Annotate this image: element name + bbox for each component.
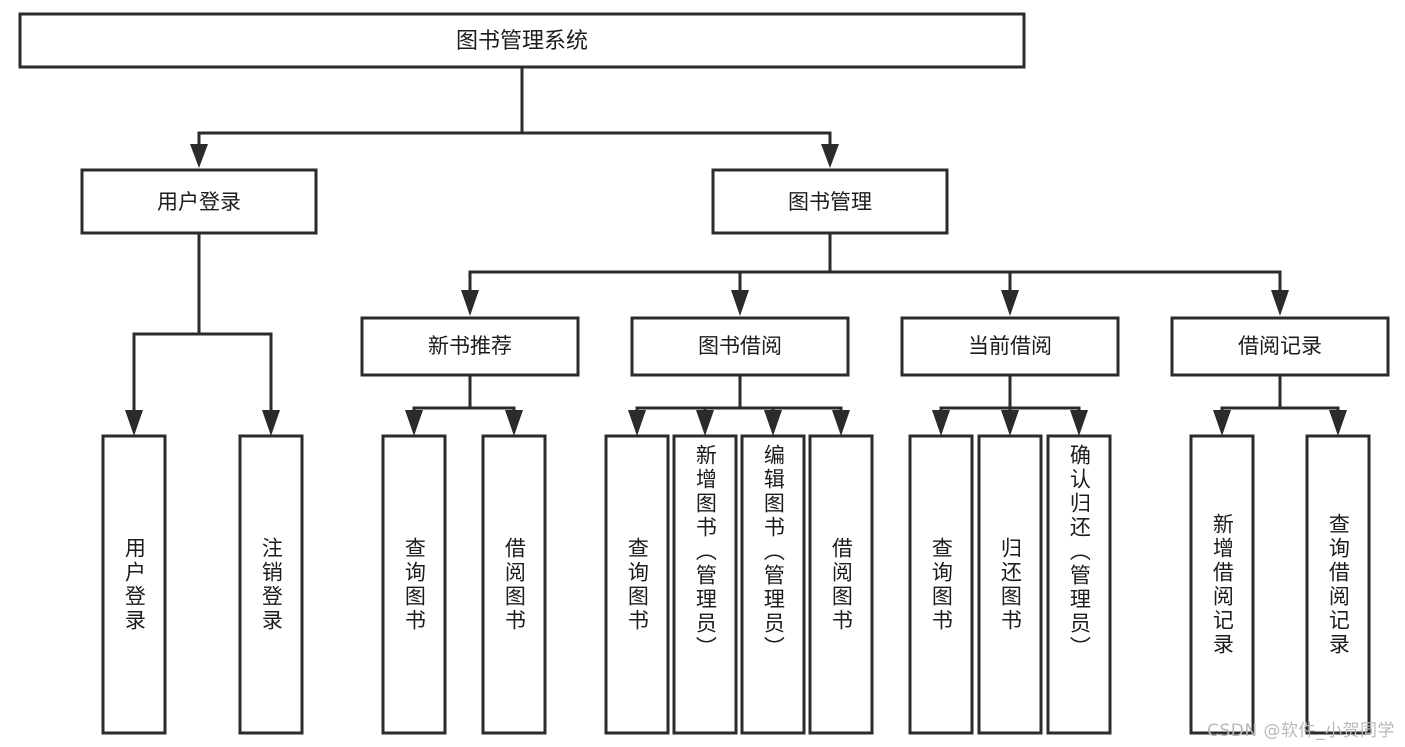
arrow-head-icon bbox=[1213, 410, 1231, 436]
node-new-book-recommend[interactable]: 新书推荐 bbox=[360, 316, 580, 377]
connector-borrow-record-to-leaves bbox=[1213, 373, 1347, 436]
leaf-box-current-return[interactable] bbox=[977, 434, 1043, 735]
arrow-head-icon bbox=[821, 144, 839, 168]
connector-new-book-to-leaves bbox=[405, 373, 523, 436]
leaf-box-borrow-edit[interactable] bbox=[740, 434, 806, 735]
arrow-head-icon bbox=[190, 144, 208, 168]
node-user-login[interactable]: 用户登录 bbox=[80, 168, 318, 235]
node-borrow-record-label: 借阅记录 bbox=[1238, 334, 1322, 358]
node-book-borrow[interactable]: 图书借阅 bbox=[630, 316, 850, 377]
arrow-head-icon bbox=[1271, 290, 1289, 316]
connector-book-management-to-level3 bbox=[461, 231, 1289, 316]
node-new-book-recommend-box[interactable] bbox=[360, 316, 580, 377]
node-current-borrow[interactable]: 当前借阅 bbox=[900, 316, 1120, 377]
connector-root-to-level2 bbox=[190, 65, 839, 168]
connector-book-borrow-to-leaves bbox=[628, 373, 850, 436]
leaf-box-logout[interactable] bbox=[238, 434, 304, 735]
leaf-box-record-add[interactable] bbox=[1189, 434, 1255, 735]
arrow-head-icon bbox=[696, 410, 714, 436]
node-current-borrow-box[interactable] bbox=[900, 316, 1120, 377]
node-book-management[interactable]: 图书管理 bbox=[711, 168, 949, 235]
arrow-head-icon bbox=[262, 410, 280, 436]
leaf-box-user-login[interactable] bbox=[101, 434, 167, 735]
node-user-login-box[interactable] bbox=[80, 168, 318, 235]
node-root-box[interactable] bbox=[18, 12, 1026, 69]
arrow-head-icon bbox=[505, 410, 523, 436]
arrow-head-icon bbox=[1070, 410, 1088, 436]
node-current-borrow-label: 当前借阅 bbox=[968, 334, 1052, 358]
leaf-box-newbook-borrow[interactable] bbox=[481, 434, 547, 735]
node-book-borrow-label: 图书借阅 bbox=[698, 334, 782, 358]
arrow-head-icon bbox=[1001, 410, 1019, 436]
arrow-head-icon bbox=[1329, 410, 1347, 436]
arrow-head-icon bbox=[1001, 290, 1019, 316]
node-root-label: 图书管理系统 bbox=[456, 29, 588, 54]
node-new-book-recommend-label: 新书推荐 bbox=[428, 334, 512, 358]
arrow-head-icon bbox=[764, 410, 782, 436]
leaf-box-record-query[interactable] bbox=[1305, 434, 1371, 735]
leaf-box-borrow-query[interactable] bbox=[604, 434, 670, 735]
leaf-box-newbook-query[interactable] bbox=[381, 434, 447, 735]
csdn-watermark: CSDN @软件_小贺同学 bbox=[1207, 721, 1395, 741]
connector-user-login-to-leaves bbox=[125, 231, 280, 436]
leaf-box-borrow-add[interactable] bbox=[672, 434, 738, 735]
arrow-head-icon bbox=[932, 410, 950, 436]
arrow-head-icon bbox=[125, 410, 143, 436]
node-book-management-label: 图书管理 bbox=[788, 190, 872, 214]
leaf-box-borrow-lend[interactable] bbox=[808, 434, 874, 735]
arrow-head-icon bbox=[405, 410, 423, 436]
node-user-login-label: 用户登录 bbox=[157, 190, 241, 214]
arrow-head-icon bbox=[628, 410, 646, 436]
connector-current-borrow-to-leaves bbox=[932, 373, 1088, 436]
arrow-head-icon bbox=[731, 290, 749, 316]
leaf-box-current-query[interactable] bbox=[908, 434, 974, 735]
arrow-head-icon bbox=[461, 290, 479, 316]
node-borrow-record[interactable]: 借阅记录 bbox=[1170, 316, 1390, 377]
leaf-box-current-confirm[interactable] bbox=[1046, 434, 1112, 735]
node-root[interactable]: 图书管理系统 bbox=[18, 12, 1026, 69]
arrow-head-icon bbox=[832, 410, 850, 436]
